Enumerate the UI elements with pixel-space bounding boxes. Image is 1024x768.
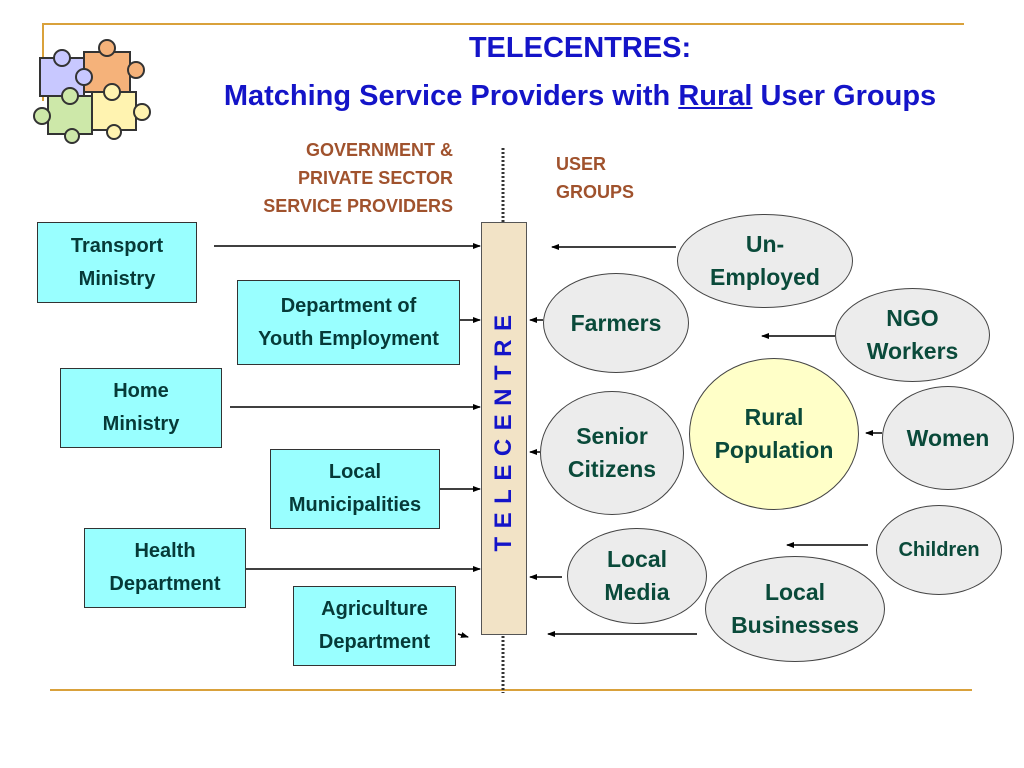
users-header-line: GROUPS xyxy=(556,182,635,202)
user-group-label: Employed xyxy=(710,264,820,290)
user-group-label: Children xyxy=(898,538,980,561)
user-group-local-businesses: Local Businesses xyxy=(705,556,885,662)
user-group-label: Senior xyxy=(576,423,648,449)
provider-label: Department of xyxy=(280,294,417,317)
user-group-ngo-workers: NGO Workers xyxy=(835,288,990,382)
user-group-unemployed: Un- Employed xyxy=(677,214,853,308)
user-group-label: Rural xyxy=(744,404,804,430)
user-group-label: Farmers xyxy=(570,309,662,336)
user-group-label: Women xyxy=(906,424,990,451)
telecentre-label: TELECENTRE xyxy=(490,305,517,552)
user-group-label: Local xyxy=(764,579,826,605)
user-group-local-media: Local Media xyxy=(567,528,707,624)
user-group-label: Workers xyxy=(866,338,959,364)
provider-health-department: Health Department xyxy=(84,528,246,608)
telecentre-bar: TELECENTRE xyxy=(481,222,527,635)
provider-label: Home xyxy=(113,380,169,402)
bottom-rule xyxy=(50,689,972,691)
user-group-women: Women xyxy=(882,386,1014,490)
providers-header: GOVERNMENT & PRIVATE SECTOR SERVICE PROV… xyxy=(200,136,453,220)
providers-header-line: PRIVATE SECTOR xyxy=(297,168,453,188)
title-line2-underlined: Rural xyxy=(678,80,753,112)
user-group-label: Media xyxy=(604,579,670,605)
user-group-farmers: Farmers xyxy=(543,273,689,373)
provider-label: Local xyxy=(328,461,382,483)
provider-label: Ministry xyxy=(102,413,180,435)
users-header-line: USER xyxy=(556,154,607,174)
providers-header-line: GOVERNMENT & xyxy=(305,140,453,160)
user-group-label: Businesses xyxy=(731,612,859,638)
provider-label: Department xyxy=(318,631,431,653)
provider-label: Transport xyxy=(70,234,164,257)
user-group-label: Population xyxy=(714,437,834,463)
provider-label: Ministry xyxy=(78,267,156,290)
user-group-senior-citizens: Senior Citizens xyxy=(540,391,684,515)
user-group-children: Children xyxy=(876,505,1002,595)
provider-agriculture-department: Agriculture Department xyxy=(293,586,456,666)
title-line2: Matching Service Providers with Rural Us… xyxy=(170,80,990,113)
top-rule xyxy=(42,23,964,25)
provider-label: Municipalities xyxy=(288,494,422,516)
title-line2-suffix: User Groups xyxy=(752,80,937,112)
user-group-label: Citizens xyxy=(567,456,657,482)
user-group-label: NGO xyxy=(886,305,939,331)
provider-label: Youth Employment xyxy=(258,327,439,350)
provider-label: Health xyxy=(134,540,196,562)
provider-home-ministry: Home Ministry xyxy=(60,368,222,448)
user-group-label: Un- xyxy=(745,231,785,257)
arrow-agriculture xyxy=(457,632,469,638)
title-line2-prefix: Matching Service Providers with xyxy=(223,80,679,112)
providers-header-line: SERVICE PROVIDERS xyxy=(263,196,453,216)
provider-youth-employment: Department of Youth Employment xyxy=(237,280,460,365)
users-header: USER GROUPS xyxy=(556,150,634,206)
title-line1: TELECENTRES: xyxy=(468,32,692,64)
user-group-label: Local xyxy=(606,546,668,572)
provider-label: Agriculture xyxy=(321,598,428,620)
provider-local-municipalities: Local Municipalities xyxy=(270,449,440,529)
provider-label: Department xyxy=(109,573,221,595)
provider-transport-ministry: Transport Ministry xyxy=(37,222,197,303)
user-group-rural-population: Rural Population xyxy=(689,358,859,510)
puzzle-icon xyxy=(33,39,151,144)
